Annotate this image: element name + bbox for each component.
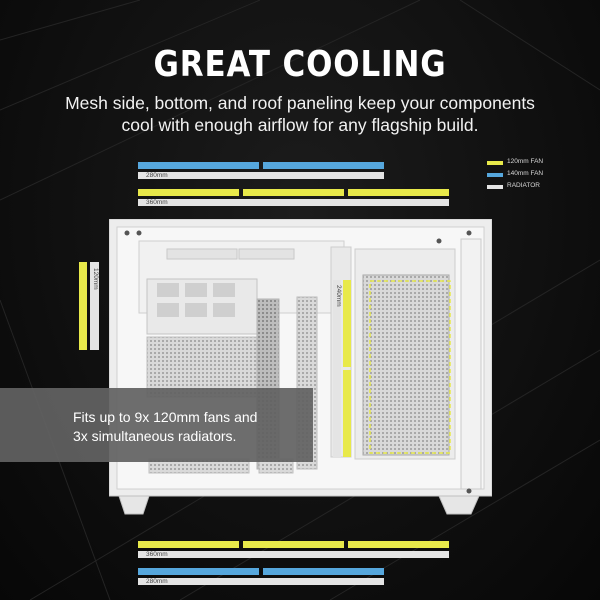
callout-line-1: Fits up to 9x 120mm fans and bbox=[73, 409, 258, 425]
side-120-fan bbox=[79, 262, 87, 350]
bottom-120-fan-2 bbox=[243, 541, 344, 548]
legend-label-140mm: 140mm FAN bbox=[507, 170, 544, 177]
bottom-280-radiator bbox=[138, 578, 384, 585]
legend-label-radiator: RADIATOR bbox=[507, 182, 540, 189]
subtitle-line-2: cool with enough airflow for any flagshi… bbox=[121, 115, 479, 135]
bottom-140-fan-2 bbox=[263, 568, 384, 575]
legend-swatch-radiator bbox=[487, 185, 503, 189]
front-240-label: 240mm bbox=[335, 285, 342, 307]
legend-swatch-120mm bbox=[487, 161, 503, 165]
top-360-label: 360mm bbox=[146, 199, 168, 206]
callout-box: Fits up to 9x 120mm fans and 3x simultan… bbox=[0, 388, 313, 462]
callout-line-2: 3x simultaneous radiators. bbox=[73, 428, 237, 444]
bottom-120-fan-1 bbox=[138, 541, 239, 548]
bottom-360-radiator bbox=[138, 551, 449, 558]
front-120-fan-1 bbox=[343, 280, 351, 367]
side-120-radiator bbox=[90, 262, 99, 350]
bottom-360-label: 360mm bbox=[146, 551, 168, 558]
top-120-fan-1 bbox=[138, 189, 239, 196]
top-120-fan-2 bbox=[243, 189, 344, 196]
top-360-radiator bbox=[138, 199, 449, 206]
page-subtitle: Mesh side, bottom, and roof paneling kee… bbox=[40, 92, 560, 136]
top-120-fan-3 bbox=[348, 189, 449, 196]
top-280-label: 280mm bbox=[146, 172, 168, 179]
legend-label-120mm: 120mm FAN bbox=[507, 158, 544, 165]
bottom-140-fan-1 bbox=[138, 568, 259, 575]
page-title: GREAT COOLING bbox=[153, 44, 447, 85]
subtitle-line-1: Mesh side, bottom, and roof paneling kee… bbox=[65, 93, 535, 113]
top-140-fan-1 bbox=[138, 162, 259, 169]
bottom-120-fan-3 bbox=[348, 541, 449, 548]
callout-text: Fits up to 9x 120mm fans and 3x simultan… bbox=[73, 408, 257, 446]
front-240-radiator bbox=[333, 280, 341, 457]
bottom-280-label: 280mm bbox=[146, 578, 168, 585]
front-120-fan-2 bbox=[343, 370, 351, 457]
case-illustration bbox=[109, 219, 492, 515]
side-120-label: 120mm bbox=[92, 268, 99, 290]
top-280-radiator bbox=[138, 172, 384, 179]
top-140-fan-2 bbox=[263, 162, 384, 169]
legend-swatch-140mm bbox=[487, 173, 503, 177]
